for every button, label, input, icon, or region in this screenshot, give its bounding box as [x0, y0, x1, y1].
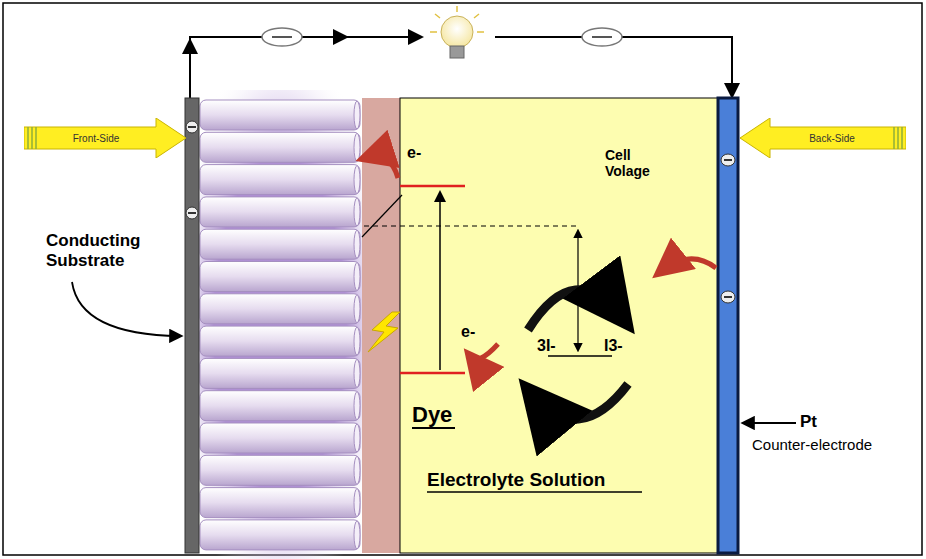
part-name: Dye	[412, 402, 452, 428]
electron-label: e-	[407, 144, 421, 162]
voltage-label: Cell Volage	[605, 147, 665, 179]
part-name: Pt	[800, 412, 817, 432]
part-name: Electrolyte Solution	[427, 469, 605, 491]
arrow-label: Front-Side	[73, 133, 120, 144]
ion-label: I3-	[604, 337, 623, 355]
part-name: Counter-electrode	[752, 436, 872, 453]
electron-label: e-	[461, 323, 475, 341]
arrow-label: Back-Side	[809, 133, 855, 144]
light-arrow: Front-Side	[24, 118, 186, 158]
part-name: Conducting Substrate	[46, 231, 156, 270]
light-arrow: Back-Side	[740, 118, 906, 158]
ion-label: 3I-	[537, 337, 556, 355]
